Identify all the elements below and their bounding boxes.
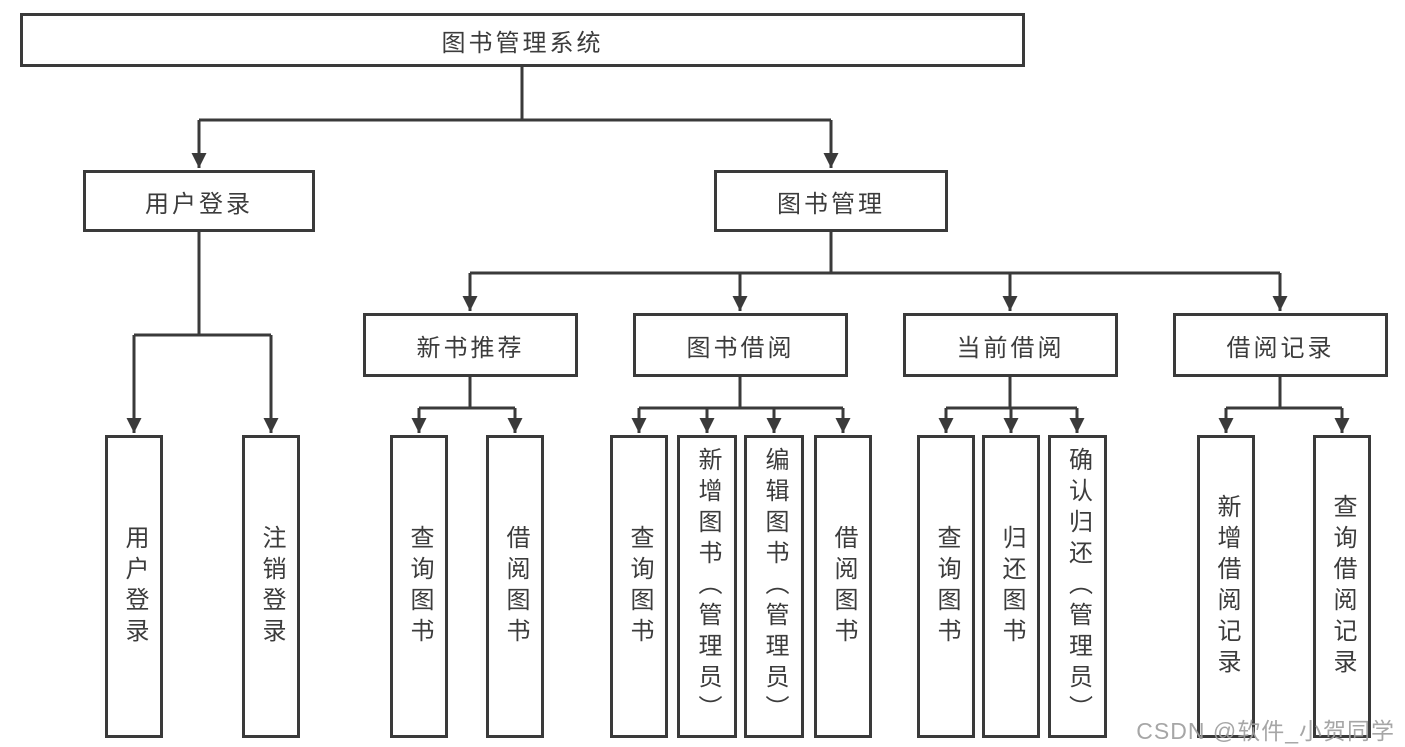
leaf-query-books-current-label: 查询图书 [933,524,960,649]
leaf-query-books-current: 查询图书 [917,435,975,738]
leaf-add-books-admin-label: 新增图书（管理员） [694,447,721,726]
node-borrowing-records: 借阅记录 [1173,313,1388,377]
leaf-return-books: 归还图书 [982,435,1040,738]
leaf-query-books-borrowing: 查询图书 [610,435,668,738]
leaf-logout-login-label: 注销登录 [258,524,285,649]
leaf-confirm-return-admin-label: 确认归还（管理员） [1064,447,1092,726]
leaf-confirm-return-admin: 确认归还（管理员） [1048,435,1107,738]
node-current-borrowing: 当前借阅 [903,313,1118,377]
leaf-query-borrow-record-label: 查询借阅记录 [1329,493,1356,680]
leaf-add-books-admin: 新增图书（管理员） [677,435,737,738]
leaf-edit-books-admin: 编辑图书（管理员） [744,435,804,738]
node-new-book-recommendation: 新书推荐 [363,313,578,377]
leaf-borrow-books-recommendation: 借阅图书 [486,435,544,738]
node-book-management: 图书管理 [714,170,948,232]
csdn-watermark: CSDN @软件_小贺同学 [1136,718,1395,744]
leaf-user-login-label: 用户登录 [121,524,148,649]
leaf-borrow-books-borrowing: 借阅图书 [814,435,872,738]
leaf-user-login: 用户登录 [105,435,163,738]
leaf-query-books-recommendation: 查询图书 [390,435,448,738]
leaf-query-books-recommendation-label: 查询图书 [406,524,433,649]
node-user-login: 用户登录 [83,170,315,232]
leaf-borrow-books-recommendation-label: 借阅图书 [502,524,529,649]
leaf-add-borrow-record: 新增借阅记录 [1197,435,1255,738]
leaf-borrow-books-borrowing-label: 借阅图书 [830,524,857,649]
node-library-management-system: 图书管理系统 [20,13,1025,67]
leaf-add-borrow-record-label: 新增借阅记录 [1213,493,1240,680]
leaf-logout-login: 注销登录 [242,435,300,738]
node-book-borrowing: 图书借阅 [633,313,848,377]
leaf-query-books-borrowing-label: 查询图书 [626,524,653,649]
leaf-return-books-label: 归还图书 [998,524,1025,649]
leaf-edit-books-admin-label: 编辑图书（管理员） [761,447,788,726]
leaf-query-borrow-record: 查询借阅记录 [1313,435,1371,738]
